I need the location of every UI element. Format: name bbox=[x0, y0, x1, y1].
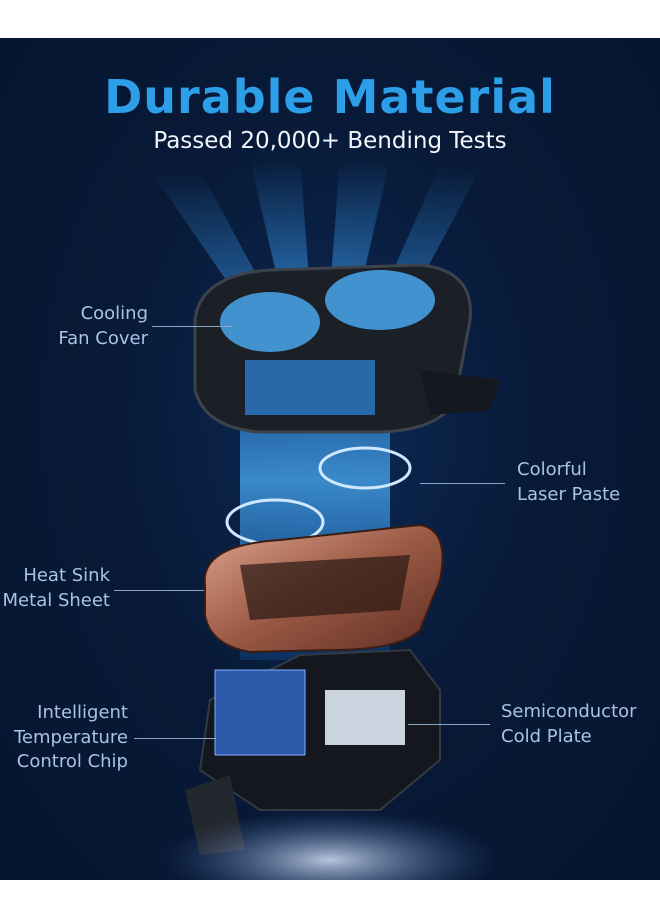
page-title: Durable Material bbox=[104, 70, 556, 124]
page-subtitle: Passed 20,000+ Bending Tests bbox=[153, 128, 507, 154]
label-line: Colorful bbox=[517, 459, 587, 480]
label-cooling-fan-cover: Cooling Fan Cover bbox=[58, 302, 148, 351]
label-line: Cold Plate bbox=[501, 725, 592, 747]
callout-line bbox=[408, 724, 490, 725]
label-line: Heat Sink bbox=[23, 565, 110, 586]
label-line: Temperature bbox=[13, 726, 128, 748]
callout-line bbox=[134, 738, 216, 739]
label-colorful-laser-paste: Colorful Laser Paste bbox=[517, 458, 620, 507]
fan-cover bbox=[193, 263, 500, 434]
label-heat-sink-metal-sheet: Heat Sink Metal Sheet bbox=[3, 564, 110, 613]
label-line: Control Chip bbox=[16, 751, 128, 772]
callout-line bbox=[420, 483, 505, 484]
label-line: Laser Paste bbox=[517, 483, 621, 505]
label-line: Fan Cover bbox=[58, 327, 148, 349]
label-line: Semiconductor bbox=[501, 701, 637, 722]
heat-sink bbox=[203, 523, 444, 654]
callout-line bbox=[152, 326, 232, 327]
control-chip bbox=[214, 669, 306, 756]
airflow-beams bbox=[150, 160, 480, 300]
cold-mist bbox=[160, 810, 500, 900]
label-line: Metal Sheet bbox=[2, 589, 110, 611]
label-semiconductor-cold-plate: Semiconductor Cold Plate bbox=[501, 700, 637, 749]
cold-plate-base bbox=[185, 648, 441, 855]
label-line: Cooling bbox=[80, 303, 148, 324]
label-intelligent-temperature-control-chip: Intelligent Temperature Control Chip bbox=[14, 701, 128, 775]
callout-line bbox=[114, 590, 204, 591]
label-line: Intelligent bbox=[37, 702, 128, 723]
